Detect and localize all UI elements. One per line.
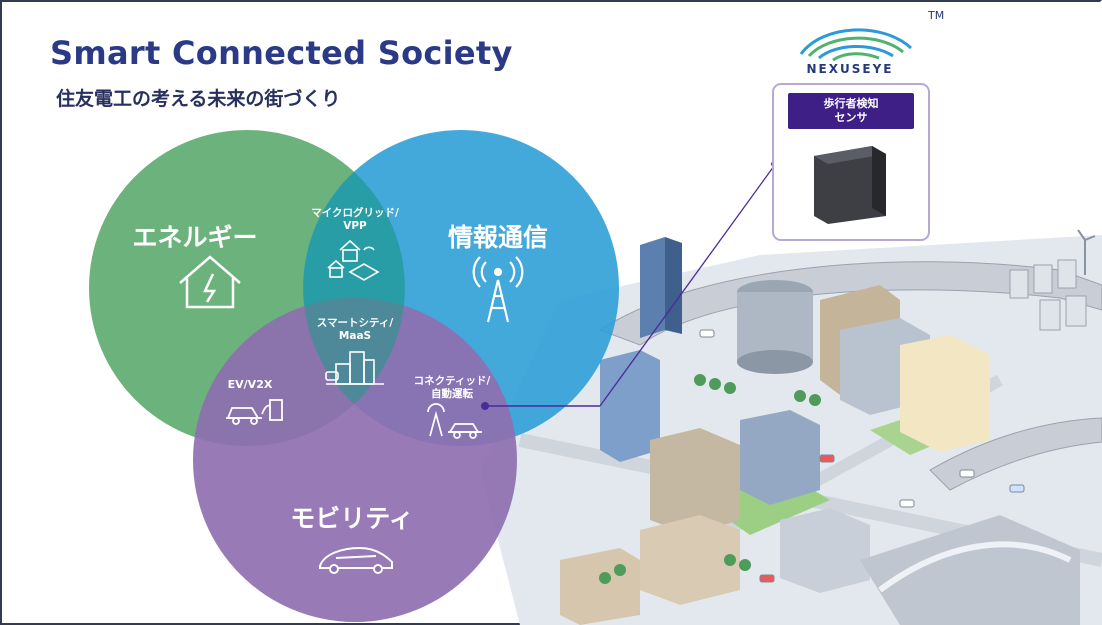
microgrid-icon <box>327 239 380 281</box>
connected-car-icon <box>427 403 482 439</box>
nexuseye-logo <box>799 28 913 62</box>
trademark-mark: TM <box>928 9 945 22</box>
maas-label: MaaS <box>339 330 371 342</box>
mobility-label: モビリティ <box>290 504 414 533</box>
house-energy-icon <box>179 255 241 309</box>
energy-label: エネルギー <box>132 223 257 252</box>
nexuseye-logo-text: NEXUSEYE <box>806 62 894 76</box>
pedestrian-sensor-device <box>814 146 886 224</box>
stadium <box>860 515 1080 625</box>
sensor-label: 歩行者検知 センサ <box>788 93 914 129</box>
mobility-circle <box>193 298 517 622</box>
ev-charging-icon <box>226 399 283 425</box>
vpp-label: VPP <box>343 220 367 232</box>
wind-turbine <box>1077 229 1096 275</box>
factory-tanks <box>1009 259 1087 331</box>
antenna-tower-icon <box>472 256 524 323</box>
smart-city-label: スマートシティ/ <box>317 317 394 329</box>
ev-v2x-label: EV/V2X <box>228 378 273 391</box>
page-subtitle: 住友電工の考える未来の街づくり <box>56 88 341 110</box>
car-icon <box>319 546 393 574</box>
overlap-energy-ict <box>303 172 405 404</box>
smart-city-icon <box>325 351 384 385</box>
ict-label: 情報通信 <box>448 223 548 252</box>
sensor-callout: 歩行者検知 センサ <box>772 83 930 241</box>
connected-label: コネクティッド/ <box>414 375 491 387</box>
autonomous-driving-label: 自動運転 <box>431 387 473 400</box>
microgrid-label: マイクログリッド/ <box>311 206 399 219</box>
page-title: Smart Connected Society <box>50 34 513 72</box>
